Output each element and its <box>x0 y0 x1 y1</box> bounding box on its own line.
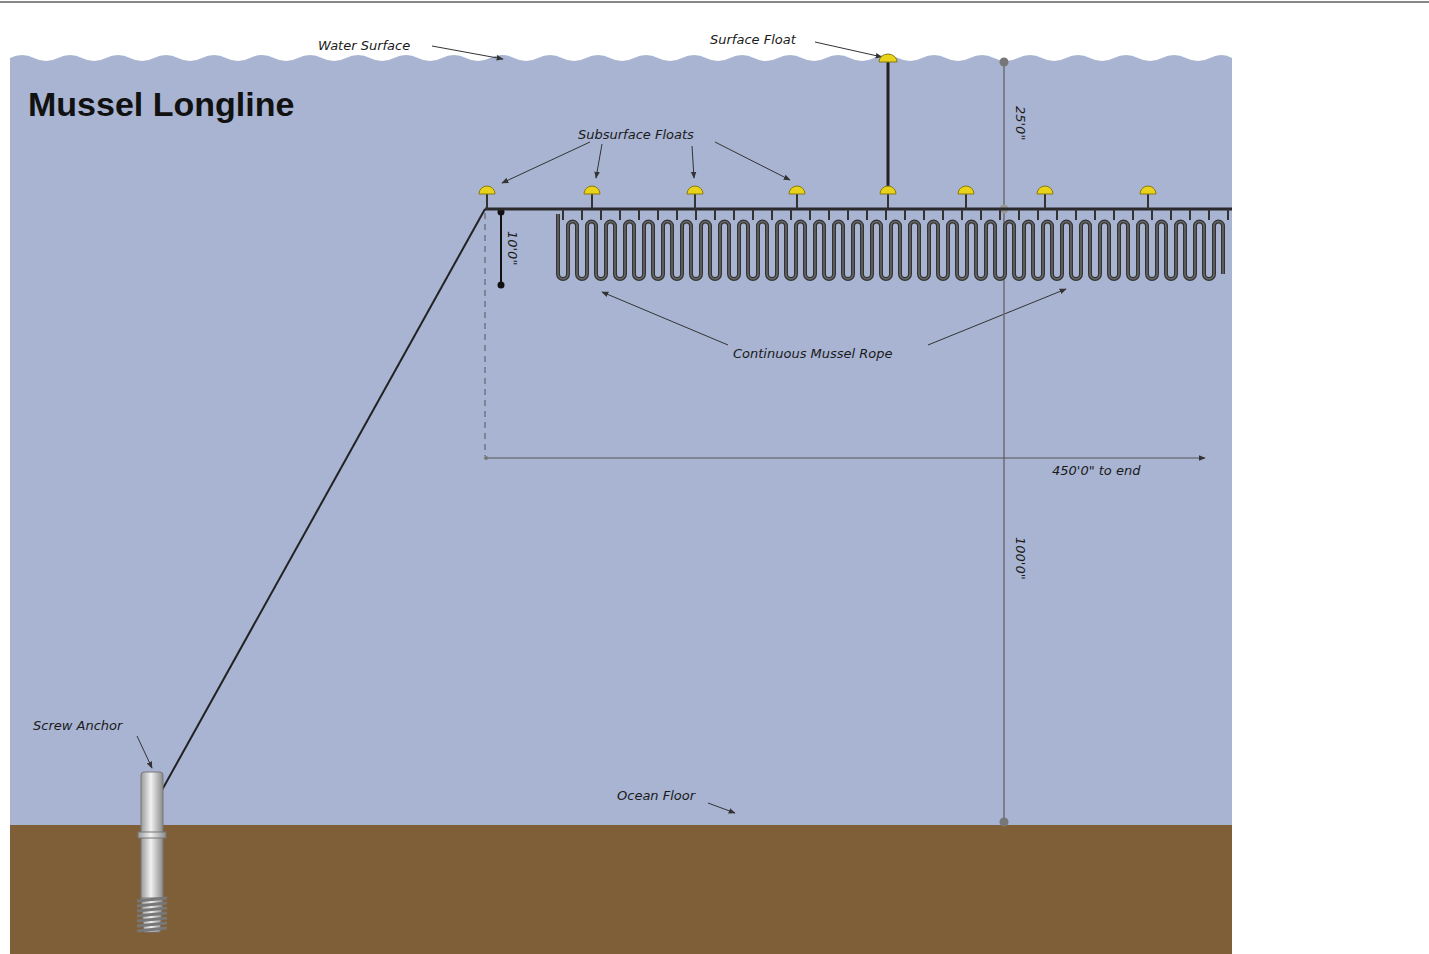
screw-thread <box>137 918 167 921</box>
rope-hanger <box>847 209 849 220</box>
rope-hanger <box>771 209 773 220</box>
rope-hanger <box>1151 209 1153 220</box>
rope-label: Continuous Mussel Rope <box>733 346 893 362</box>
subsurface-float <box>1037 186 1053 194</box>
screw-thread <box>137 898 167 901</box>
rope-hanger <box>961 209 963 220</box>
dimension-dot <box>498 282 505 289</box>
rope-hanger <box>1189 209 1191 220</box>
rope-loops <box>558 214 1223 279</box>
subsurface-floats <box>479 186 1156 209</box>
rope-hanger <box>980 209 982 220</box>
screw-thread <box>137 913 167 916</box>
drop-dimension-line <box>500 212 502 285</box>
length-dimension-line <box>486 458 1205 459</box>
rope-hanger <box>866 209 868 220</box>
water <box>10 55 1232 825</box>
screw-anchor <box>137 772 167 932</box>
dimension-label: 100'0" <box>1012 535 1028 582</box>
subsurface-float <box>880 186 896 194</box>
diagram-title: Mussel Longline <box>28 84 294 124</box>
rope-hanger <box>1018 209 1020 220</box>
ocean-floor <box>10 825 1232 954</box>
leader-line <box>596 144 602 178</box>
rope-hanger <box>885 209 887 220</box>
leader-line <box>815 42 882 57</box>
depth-dimension-line <box>1003 62 1005 822</box>
rope-hanger <box>828 209 830 220</box>
rope-hanger <box>1037 209 1039 220</box>
longline-backbone <box>485 208 1232 211</box>
rope-hanger <box>1094 209 1096 220</box>
rope-hanger <box>790 209 792 220</box>
subsurface-float <box>1140 186 1156 194</box>
subsurface-float <box>958 186 974 194</box>
anchor-label: Screw Anchor <box>33 718 122 734</box>
screw-thread <box>137 908 167 911</box>
leader-line <box>602 292 728 345</box>
rope-hanger <box>752 209 754 220</box>
leader-line <box>928 289 1066 345</box>
rope-hanger <box>1056 209 1058 220</box>
rope-hanger <box>1113 209 1115 220</box>
rope-hanger <box>733 209 735 220</box>
leader-line <box>432 46 503 59</box>
float-label: Surface Float <box>710 32 796 48</box>
dimension-label: 10'0" <box>504 229 520 267</box>
rope-hanger <box>1208 209 1210 220</box>
screw-thread <box>137 928 167 931</box>
leader-line <box>692 146 694 178</box>
dimension-extension <box>485 213 486 456</box>
dimension-label: 450'0" to end <box>1052 463 1140 479</box>
rope-hanger <box>581 209 583 220</box>
screw-thread <box>137 923 167 926</box>
rope-hanger <box>1132 209 1134 220</box>
subsurface-float <box>584 186 600 194</box>
rope-hanger <box>923 209 925 220</box>
float-line <box>887 62 890 190</box>
rope-hanger <box>1170 209 1172 220</box>
dimension-label: 25'0" <box>1012 104 1028 142</box>
leader-line <box>715 142 790 180</box>
floor-label: Ocean Floor <box>617 788 695 804</box>
rope-hanger <box>676 209 678 220</box>
dimension-dot <box>1000 818 1009 827</box>
rope-hanger <box>714 209 716 220</box>
rope-hanger <box>1227 209 1229 220</box>
surface-float <box>879 54 897 62</box>
surface-label: Water Surface <box>318 38 410 54</box>
subsurface-float <box>687 186 703 194</box>
subsurface-float <box>479 186 495 194</box>
screw-thread <box>137 903 167 906</box>
rope-hanger <box>1075 209 1077 220</box>
rope-loops <box>558 214 1223 279</box>
subsurface-float <box>789 186 805 194</box>
top-rule <box>0 1 1429 3</box>
leader-line <box>502 142 590 183</box>
leader-line <box>137 736 152 768</box>
dimension-dot <box>484 456 488 460</box>
rope-hanger <box>942 209 944 220</box>
rope-hanger <box>695 209 697 220</box>
rope-hanger <box>638 209 640 220</box>
rope-hanger <box>999 209 1001 220</box>
rope-hanger <box>600 209 602 220</box>
rope-hanger <box>657 209 659 220</box>
rope-hanger <box>904 209 906 220</box>
rope-hanger <box>809 209 811 220</box>
float-label: Subsurface Floats <box>578 127 694 143</box>
rope-hanger <box>562 209 564 220</box>
mussel-rope <box>558 209 1228 279</box>
anchor-line <box>162 209 485 790</box>
dimension-dot <box>1000 58 1009 67</box>
rope-hanger <box>619 209 621 220</box>
leader-line <box>708 803 735 813</box>
